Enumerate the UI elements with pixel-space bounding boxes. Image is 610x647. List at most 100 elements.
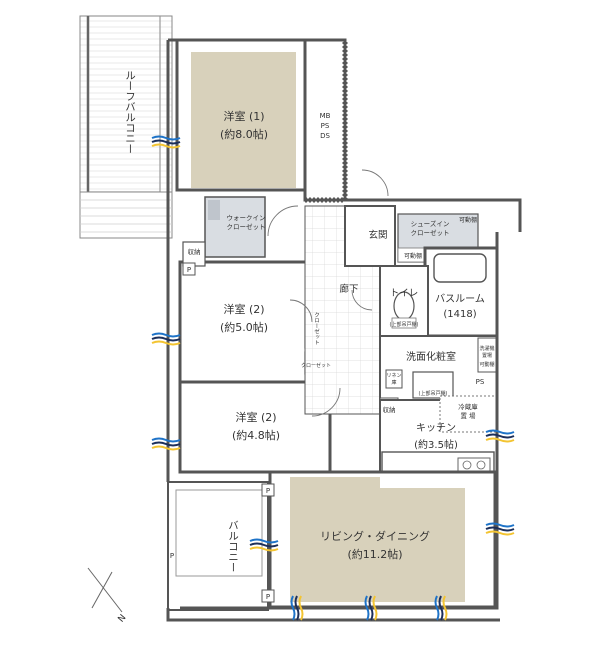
ps-marker-2: PS xyxy=(476,378,485,386)
airflow-stroke xyxy=(151,143,181,149)
airflow-stroke xyxy=(485,433,515,439)
airflow-stroke xyxy=(485,522,515,528)
movable-shelf-b: 可動棚 xyxy=(404,252,422,260)
toilet-room xyxy=(379,265,429,337)
balcony-name: バルコニー xyxy=(227,520,239,573)
bathroom-room xyxy=(423,246,499,338)
p-box-c xyxy=(261,589,275,603)
toilet-storage-label: (上部吊戸棚) xyxy=(390,321,419,328)
p-marker-a: P xyxy=(187,266,191,274)
airflow-mark xyxy=(151,332,181,346)
airflow-mark xyxy=(151,135,181,149)
ps-marker: PS xyxy=(321,122,330,130)
washer-label-2: 置場 xyxy=(482,352,492,359)
airflow-stroke xyxy=(438,595,444,621)
airflow-stroke xyxy=(290,595,296,621)
airflow-stroke xyxy=(249,546,279,552)
entrance-name: 玄関 xyxy=(368,229,387,241)
fridge-label-1: 冷蔵庫 xyxy=(458,402,478,411)
western-room-1-name: 洋室 (1) xyxy=(223,109,264,123)
bathroom-size: (1418) xyxy=(443,309,476,320)
shoes-in-label-1: シューズイン xyxy=(411,219,450,228)
movable-shelf-a: 可動棚 xyxy=(459,216,477,224)
airflow-stroke xyxy=(485,530,515,536)
closet-small-label: クローゼット xyxy=(301,362,331,369)
north-arrow xyxy=(87,567,123,613)
p-marker-b: P xyxy=(266,487,270,495)
linen-storage xyxy=(385,369,403,389)
service-shaft xyxy=(303,38,348,203)
balcony xyxy=(167,481,269,611)
walkin-label-1: ウォークイン xyxy=(227,214,266,222)
p-box-b xyxy=(261,483,275,497)
hallway-name: 廊下 xyxy=(339,283,358,295)
linen-label-1: リネン xyxy=(386,373,401,379)
airflow-mark xyxy=(485,522,515,536)
airflow-mark xyxy=(290,595,304,621)
airflow-symbols xyxy=(151,135,515,621)
wash-storage-label: (上部吊戸棚) xyxy=(419,390,448,397)
airflow-stroke xyxy=(294,595,300,621)
living-dining-size: (約11.2帖) xyxy=(347,547,402,561)
shunou-b-label: 収納 xyxy=(383,405,396,414)
toilet-name: トイレ xyxy=(390,288,419,299)
roof-balcony-name: ルーフバルコニー xyxy=(124,70,136,154)
airflow-stroke xyxy=(151,135,181,141)
airflow-stroke xyxy=(298,595,304,621)
airflow-stroke xyxy=(151,441,181,447)
western-room-1-size: (約8.0帖) xyxy=(220,127,268,141)
western-room-2a-size: (約5.0帖) xyxy=(220,320,268,334)
doors xyxy=(267,169,389,417)
airflow-mark xyxy=(151,437,181,451)
roof-balcony xyxy=(79,15,173,239)
airflow-stroke xyxy=(368,595,374,621)
ds-marker: DS xyxy=(320,132,330,140)
airflow-mark xyxy=(485,429,515,443)
airflow-stroke xyxy=(442,595,448,621)
western-room-2b-name: 洋室 (2) xyxy=(235,410,276,424)
p-marker-c: P xyxy=(266,593,270,601)
airflow-mark xyxy=(249,538,279,552)
entrance-floor xyxy=(344,205,396,267)
p-marker-d: P xyxy=(170,552,174,560)
washroom-room xyxy=(379,335,498,401)
airflow-stroke xyxy=(151,445,181,451)
fridge-label-2: 置 場 xyxy=(460,411,476,420)
airflow-mark xyxy=(364,595,378,621)
closet-vertical-label: クローゼット xyxy=(313,312,320,346)
linen-label-2: 庫 xyxy=(391,379,396,386)
washer-label-1: 洗濯機 xyxy=(479,345,494,352)
airflow-stroke xyxy=(485,526,515,532)
airflow-stroke xyxy=(151,340,181,346)
airflow-mark xyxy=(434,595,448,621)
north-label: N xyxy=(116,613,128,625)
p-box-a xyxy=(182,262,196,276)
living-dining-room xyxy=(268,470,497,609)
bathroom-name: バスルーム xyxy=(435,293,485,305)
western-room-2a-name: 洋室 (2) xyxy=(223,302,264,316)
airflow-stroke xyxy=(151,332,181,338)
living-dining-name: リビング・ダイニング xyxy=(320,529,430,543)
airflow-stroke xyxy=(485,437,515,443)
airflow-stroke xyxy=(151,437,181,443)
shoes-in-label-2: クローゼット xyxy=(411,228,450,237)
airflow-stroke xyxy=(372,595,378,621)
airflow-stroke xyxy=(151,336,181,342)
airflow-stroke xyxy=(364,595,370,621)
airflow-stroke xyxy=(434,595,440,621)
kitchen-size: (約3.5帖) xyxy=(414,438,458,451)
outer-walls xyxy=(166,38,522,622)
washroom-name: 洗面化粧室 xyxy=(406,350,456,363)
walk-in-closet xyxy=(204,196,266,258)
shunou-a-label: 収納 xyxy=(188,247,201,256)
kitchen-name: キッチン xyxy=(416,422,456,434)
movable-shelf-c: 可動棚 xyxy=(479,361,494,368)
western-room-2b-size: (約4.8帖) xyxy=(232,428,280,442)
airflow-stroke xyxy=(151,139,181,145)
mb-marker: MB xyxy=(320,112,331,120)
airflow-stroke xyxy=(249,538,279,544)
walkin-label-2: クローゼット xyxy=(227,222,266,231)
airflow-stroke xyxy=(485,429,515,435)
